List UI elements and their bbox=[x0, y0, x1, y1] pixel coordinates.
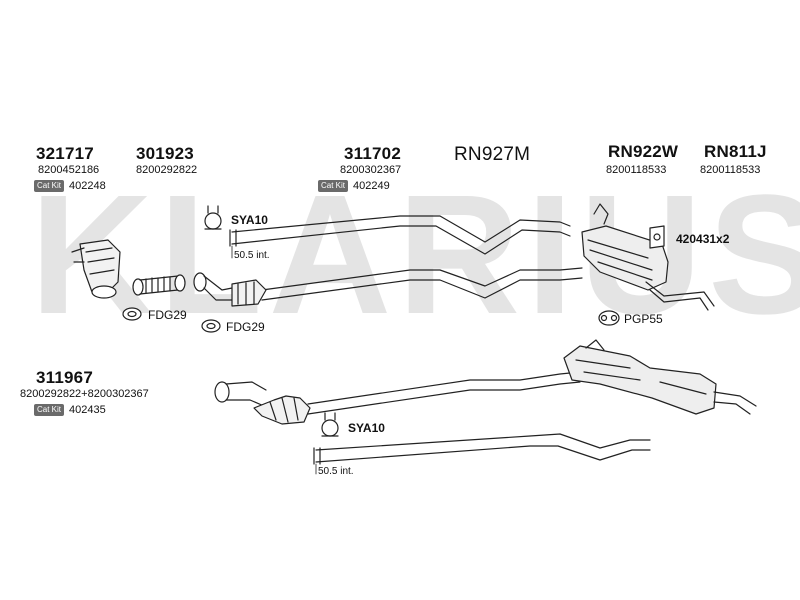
system-number-rn927m: RN927M bbox=[454, 144, 531, 165]
catkit-number: 402435 bbox=[69, 404, 106, 416]
catalyst-311702-drawing bbox=[193, 272, 267, 307]
centre-pipe-top bbox=[261, 267, 583, 291]
rubber-label-pgp55: PGP55 bbox=[624, 312, 663, 326]
catkit-311702: Cat Kit 402249 bbox=[318, 180, 390, 192]
sya10-clamp-bottom-icon bbox=[321, 412, 339, 437]
front-pipe-bottom bbox=[315, 433, 651, 451]
centre-pipe-bottom bbox=[307, 371, 581, 405]
oe-number-301923: 8200292822 bbox=[136, 164, 198, 176]
part-number-321717: 321717 bbox=[36, 144, 94, 163]
catkit-number: 402248 bbox=[69, 180, 106, 192]
oe-number-321717: 8200452186 bbox=[38, 164, 100, 176]
catkit-311967: Cat Kit 402435 bbox=[34, 404, 106, 416]
catkit-number: 402249 bbox=[353, 180, 390, 192]
oe-number-rn922w: 8200118533 bbox=[606, 164, 667, 176]
oe-number-311967: 8200292822+8200302367 bbox=[20, 388, 149, 400]
catalyst-311967-drawing bbox=[214, 381, 311, 425]
watermark-logo: KLARIUS bbox=[30, 160, 800, 350]
fdg29-gasket-right-icon bbox=[201, 319, 221, 333]
rear-silencer-top-drawing bbox=[581, 203, 715, 311]
fdg29-gasket-left-icon bbox=[122, 307, 142, 321]
gasket-label-fdg29-left: FDG29 bbox=[148, 308, 187, 322]
catkit-badge: Cat Kit bbox=[34, 180, 65, 192]
dimension-top: 50.5 int. bbox=[234, 250, 270, 261]
catkit-321717: Cat Kit 402248 bbox=[34, 180, 106, 192]
part-number-rn811j: RN811J bbox=[704, 142, 767, 161]
oe-number-311702: 8200302367 bbox=[340, 164, 402, 176]
bracket-label-420431: 420431x2 bbox=[676, 232, 730, 246]
part-number-311967: 311967 bbox=[36, 368, 93, 387]
gasket-label-fdg29-right: FDG29 bbox=[226, 320, 265, 334]
part-number-311702: 311702 bbox=[344, 144, 401, 163]
oe-number-rn811j: 8200118533 bbox=[700, 164, 761, 176]
sya10-clamp-top-icon bbox=[204, 205, 222, 230]
pgp55-rubber-icon bbox=[598, 310, 620, 326]
flexi-pipe-301923-drawing bbox=[132, 274, 186, 296]
catkit-badge: Cat Kit bbox=[34, 404, 65, 416]
catalyst-321717-drawing bbox=[71, 239, 121, 299]
catkit-badge: Cat Kit bbox=[318, 180, 349, 192]
bracket-420431-drawing bbox=[649, 225, 665, 249]
dimension-bottom: 50.5 int. bbox=[318, 466, 354, 477]
clamp-label-sya10-bottom: SYA10 bbox=[348, 421, 385, 435]
front-pipe-top-system bbox=[231, 215, 571, 243]
rear-silencer-bottom-drawing bbox=[563, 339, 757, 415]
part-number-rn922w: RN922W bbox=[608, 142, 679, 161]
clamp-label-sya10-top: SYA10 bbox=[231, 213, 268, 227]
part-number-301923: 301923 bbox=[136, 144, 194, 163]
